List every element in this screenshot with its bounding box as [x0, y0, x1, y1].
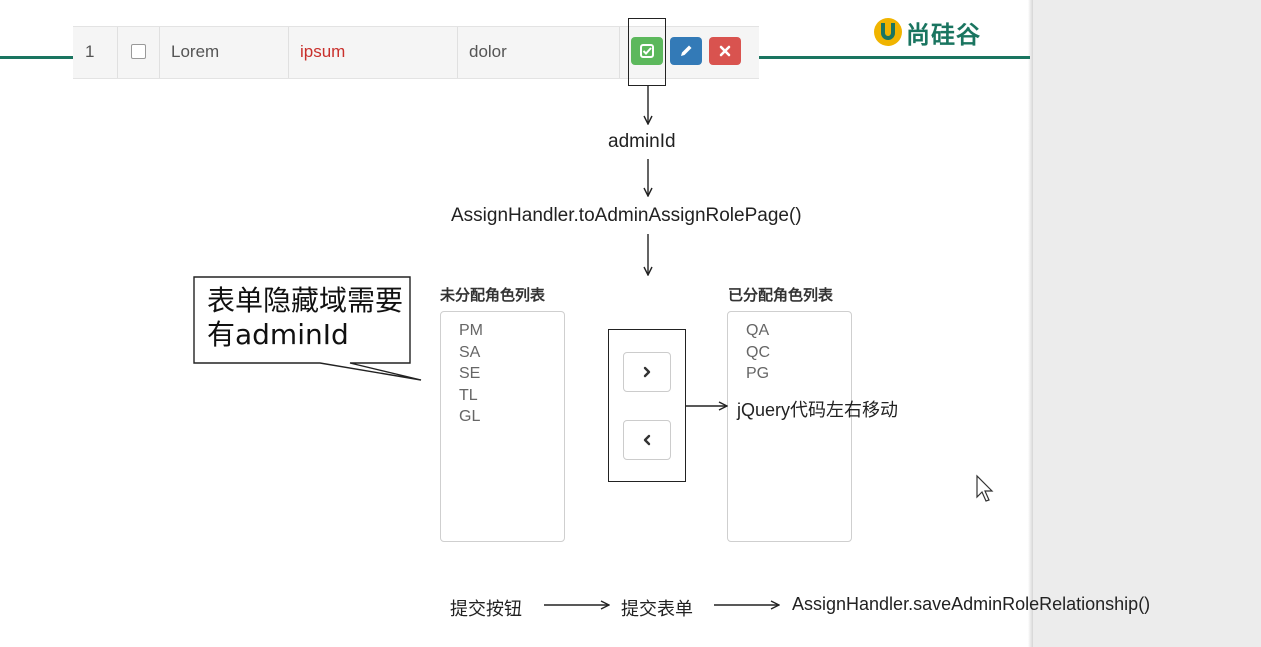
assigned-option[interactable]: PG	[746, 365, 770, 383]
assign-role-button[interactable]	[631, 37, 663, 65]
right-background-panel	[1032, 0, 1261, 647]
logo-mark-icon	[874, 18, 902, 46]
pencil-icon	[681, 45, 692, 56]
chevron-left-icon	[643, 434, 651, 446]
handler-method-label: AssignHandler.toAdminAssignRolePage()	[451, 205, 802, 226]
row-index: 1	[73, 27, 118, 78]
unassigned-option[interactable]: TL	[459, 386, 478, 404]
header-divider-right	[758, 56, 1030, 59]
check-square-icon	[640, 44, 654, 58]
assigned-role-select[interactable]: QA QC PG	[727, 311, 852, 542]
edit-button[interactable]	[670, 37, 702, 65]
close-icon	[719, 45, 731, 57]
submit-form-label: 提交表单	[621, 599, 693, 619]
save-method-label: AssignHandler.saveAdminRoleRelationship(…	[792, 594, 1151, 614]
logo-text: 尚硅谷	[906, 20, 981, 49]
mouse-pointer-icon	[976, 474, 994, 502]
assigned-list-title: 已分配角色列表	[728, 286, 834, 304]
row-cell-col2: ipsum	[289, 27, 458, 78]
unassigned-list-title: 未分配角色列表	[440, 286, 546, 304]
assigned-option[interactable]: QA	[746, 322, 770, 339]
row-actions-cell	[620, 27, 759, 78]
move-buttons-highlight	[608, 329, 686, 482]
row-cell-col3: dolor	[458, 27, 620, 78]
assign-button-highlight	[628, 18, 666, 86]
callout-text: 表单隐藏域需要有adminId	[207, 284, 404, 351]
param-label: adminId	[608, 131, 676, 152]
unassigned-option[interactable]: GL	[459, 408, 481, 426]
unassigned-option[interactable]: SA	[459, 343, 481, 361]
table-row: 1 Lorem ipsum dolor	[73, 26, 759, 79]
move-left-button[interactable]	[623, 420, 671, 460]
move-right-button[interactable]	[623, 352, 671, 392]
assigned-option[interactable]: QC	[746, 343, 770, 361]
unassigned-option[interactable]: PM	[459, 322, 483, 339]
row-checkbox-cell	[118, 27, 160, 78]
unassigned-role-select[interactable]: PM SA SE TL GL	[440, 311, 565, 542]
delete-button[interactable]	[709, 37, 741, 65]
panel-edge-shadow	[1028, 0, 1033, 647]
logo: 尚硅谷	[872, 14, 981, 50]
row-checkbox[interactable]	[131, 44, 146, 59]
header-divider-left	[0, 56, 74, 59]
unassigned-option[interactable]: SE	[459, 365, 481, 383]
chevron-right-icon	[643, 366, 651, 378]
row-cell-col1: Lorem	[160, 27, 289, 78]
jquery-note: jQuery代码左右移动	[737, 400, 899, 420]
submit-button-label: 提交按钮	[450, 599, 522, 619]
